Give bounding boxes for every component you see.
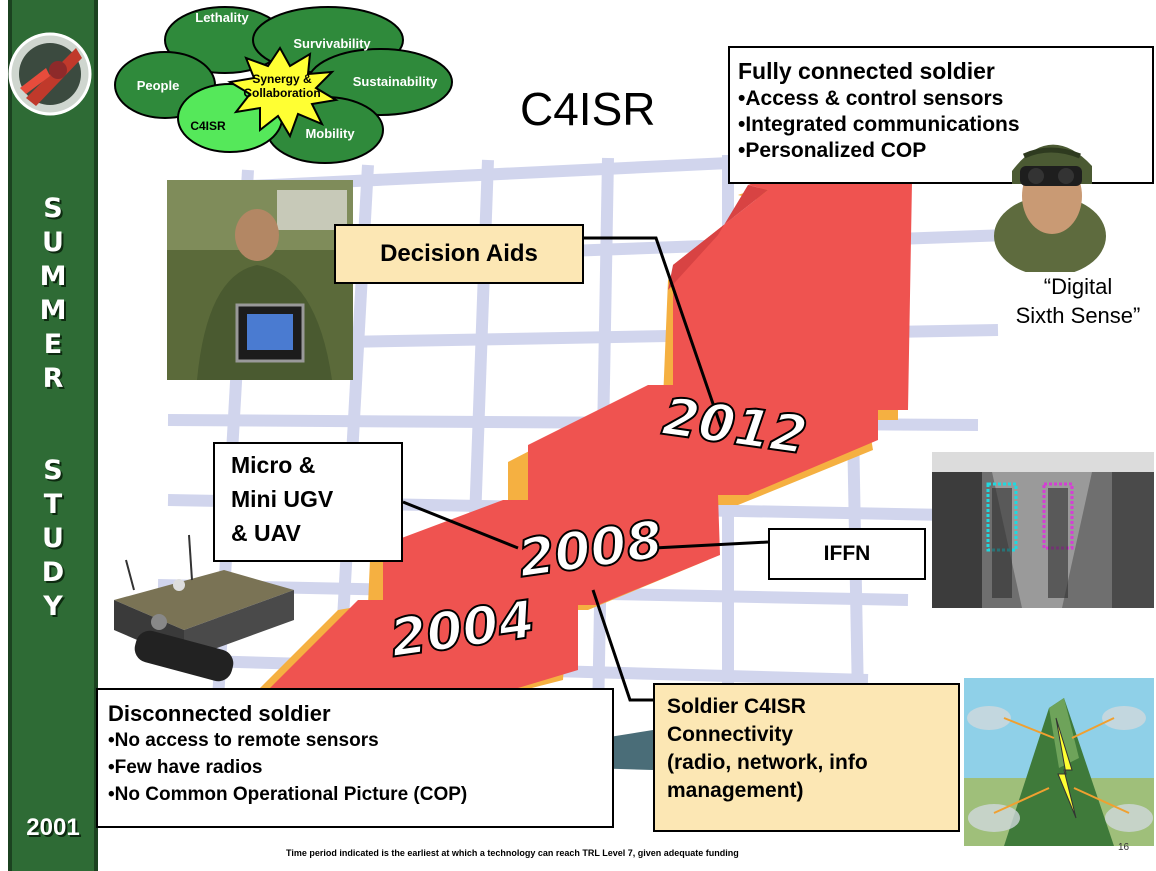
soldier-c4isr-box: Soldier C4ISR Connectivity (radio, netwo…	[653, 683, 960, 832]
micro-ugv-box: Micro & Mini UGV & UAV	[213, 442, 403, 562]
helmeted-soldier-image	[994, 144, 1106, 272]
sidebar-letter: S	[43, 455, 63, 486]
connector-lines	[402, 236, 769, 702]
connector-soldier	[591, 589, 653, 702]
digital-sixth-sense-caption: “Digital Sixth Sense”	[1000, 272, 1156, 330]
fully-connected-heading: Fully connected soldier	[738, 58, 995, 84]
decision-aids-box: Decision Aids	[334, 224, 584, 284]
bubble-label-sustainability: Sustainability	[353, 74, 438, 89]
micro-ugv-line: & UAV	[231, 520, 301, 546]
bubble-label-lethality: Lethality	[195, 10, 249, 25]
synergy-starburst	[227, 46, 339, 139]
fully-connected-item: •Access & control sensors	[738, 87, 1004, 110]
bubble-label-c4isr: C4ISR	[190, 119, 226, 133]
micro-ugv-line: Mini UGV	[231, 486, 334, 512]
sidebar-band	[8, 0, 98, 871]
sidebar-letter: E	[43, 329, 63, 360]
footnote: Time period indicated is the earliest at…	[286, 848, 739, 858]
summer-study-seal-icon	[8, 32, 92, 116]
sidebar-letter: Y	[43, 591, 63, 622]
page-number: 16	[1118, 842, 1130, 853]
timeline-arrow-side	[668, 185, 768, 290]
fully-connected-item: •Personalized COP	[738, 139, 927, 162]
bubble-label-survivability: Survivability	[293, 36, 371, 51]
soldier-c4isr-line: Connectivity	[667, 723, 794, 746]
sidebar-letter: U	[42, 523, 64, 554]
disconnected-item: •No access to remote sensors	[108, 730, 379, 751]
sidebar-letter: T	[43, 489, 63, 520]
soldier-c4isr-line: management)	[667, 779, 804, 802]
page-title: C4ISR	[520, 83, 656, 135]
disconnected-soldier-box: Disconnected soldier •No access to remot…	[96, 688, 614, 828]
sidebar-letter: S	[43, 193, 63, 224]
connector-micro	[402, 500, 519, 550]
iffn-hallway-image	[932, 452, 1154, 608]
bubble-label-people: People	[137, 78, 180, 93]
bubble-label-mobility: Mobility	[305, 126, 355, 141]
fully-connected-item: •Integrated communications	[738, 113, 1020, 136]
digital-sixth-sense-line: Sixth Sense”	[1015, 303, 1141, 328]
synergy-label: Synergy & Collaboration	[243, 72, 321, 100]
micro-ugv-line: Micro &	[231, 452, 316, 478]
connector-decision-aids	[584, 236, 724, 431]
network-mountain-image	[964, 678, 1154, 846]
digital-sixth-sense-line: “Digital	[1043, 274, 1113, 299]
sidebar-letter: U	[42, 227, 64, 258]
synergy-diagram: Lethality Survivability People Sustainab…	[114, 6, 453, 164]
robot-ugv-image	[114, 534, 294, 682]
sidebar-letters: S U M M E R S T U D Y	[8, 192, 98, 624]
timeline-arrow	[218, 125, 913, 740]
disconnected-item: •No Common Operational Picture (COP)	[108, 784, 468, 805]
iffn-box: IFFN	[768, 528, 926, 580]
disconnected-heading: Disconnected soldier	[108, 701, 331, 726]
sidebar-letter: D	[41, 557, 65, 588]
sidebar-year: 2001	[26, 814, 80, 841]
connector-iffn	[653, 540, 769, 550]
sidebar: S U M M E R S T U D Y 2001	[0, 0, 108, 871]
sidebar-letter: M	[39, 295, 67, 326]
disconnected-item: •Few have radios	[108, 757, 263, 778]
sidebar-letter: M	[39, 261, 67, 292]
sidebar-letter: R	[42, 363, 64, 394]
soldier-laptop-photo	[167, 180, 353, 380]
soldier-c4isr-line: Soldier C4ISR	[667, 695, 806, 718]
soldier-c4isr-line: (radio, network, info	[667, 751, 868, 774]
